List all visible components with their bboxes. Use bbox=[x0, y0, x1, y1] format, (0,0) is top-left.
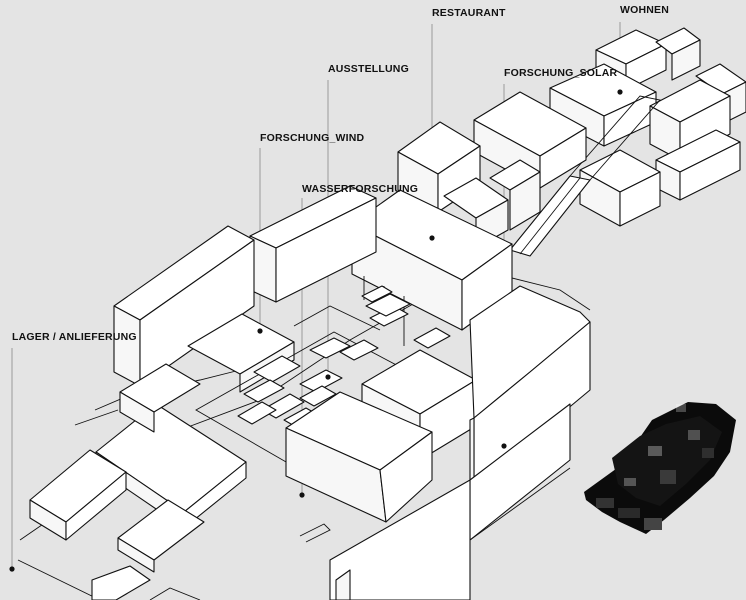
label-wohnen: WOHNEN bbox=[620, 4, 669, 16]
lower-left-buildings bbox=[29, 363, 331, 600]
lager-marker bbox=[9, 566, 15, 572]
label-restaurant: RESTAURANT bbox=[432, 7, 506, 19]
bridge-ramp bbox=[509, 95, 661, 257]
label-forschung-solar: FORSCHUNG_SOLAR bbox=[504, 67, 617, 79]
marker-dots bbox=[9, 89, 623, 572]
restaurant-building bbox=[351, 189, 513, 346]
label-lager-anlieferung: LAGER / ANLIEFERUNG bbox=[12, 331, 137, 343]
forschung-solar-marker bbox=[501, 443, 507, 449]
site-plan-thumbnail bbox=[584, 402, 736, 534]
label-ausstellung: AUSSTELLUNG bbox=[328, 63, 409, 75]
forschung-wind-marker bbox=[257, 328, 263, 334]
wasserforschung-courtyard bbox=[195, 293, 451, 471]
right-tower bbox=[329, 285, 591, 600]
restaurant-marker bbox=[429, 235, 435, 241]
wasserforschung-marker bbox=[299, 492, 305, 498]
label-wasserforschung: WASSERFORSCHUNG bbox=[302, 183, 418, 195]
label-forschung-wind: FORSCHUNG_WIND bbox=[260, 132, 365, 144]
wohnen-buildings bbox=[549, 27, 746, 227]
labels: RESTAURANT WOHNEN AUSSTELLUNG FORSCHUNG_… bbox=[12, 4, 669, 343]
wohnen-marker bbox=[617, 89, 623, 95]
ausstellung-marker bbox=[325, 374, 331, 380]
lager-slab bbox=[113, 225, 295, 393]
ausstellung-buildings bbox=[285, 349, 477, 523]
forschung-wind-building bbox=[249, 185, 377, 303]
forschung-solar-buildings bbox=[397, 91, 587, 249]
